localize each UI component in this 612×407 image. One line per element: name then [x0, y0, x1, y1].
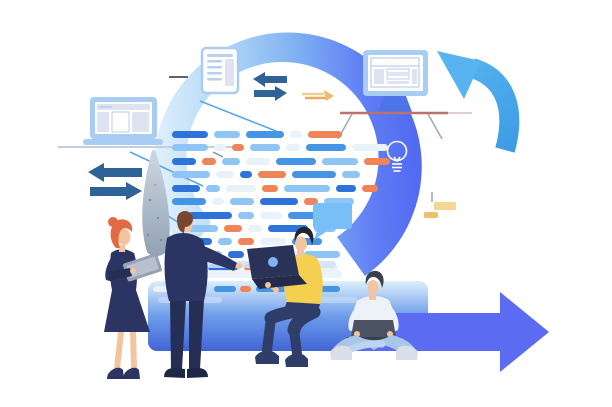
yellow-guy-hair	[294, 226, 314, 245]
code-bar	[232, 144, 244, 151]
code-bar	[352, 144, 388, 151]
person-developer-crosslegged	[330, 270, 418, 360]
woman-forearm	[108, 268, 132, 281]
cycle-ring-arrow	[153, 32, 422, 276]
code-bar	[228, 251, 244, 258]
man-trousers	[170, 300, 204, 369]
code-bar	[308, 131, 342, 138]
light-bulb-icon	[386, 140, 408, 172]
code-bar	[226, 185, 256, 192]
person-man-suit	[164, 211, 243, 378]
code-bar	[224, 225, 242, 232]
code-bar	[172, 158, 196, 165]
code-bar	[188, 225, 218, 232]
yellow-guy-shoes	[255, 350, 308, 367]
person-woman-tablet	[104, 217, 162, 379]
code-bar	[262, 185, 278, 192]
woman-hand	[130, 268, 136, 274]
code-bar	[172, 171, 210, 178]
code-bar	[284, 185, 330, 192]
code-bar	[214, 131, 240, 138]
laptop-navy	[247, 245, 307, 289]
code-bar	[342, 171, 360, 178]
yellow-guy-hand	[265, 282, 271, 288]
code-bar	[322, 158, 358, 165]
pen	[212, 151, 224, 158]
refresh-swoosh-arrow	[437, 51, 520, 153]
yellow-arrow-icon	[302, 90, 334, 101]
code-bar	[286, 144, 300, 151]
woman-face	[117, 229, 131, 245]
code-bar	[216, 171, 234, 178]
code-bar	[222, 158, 240, 165]
code-bar	[212, 198, 224, 205]
man-shoes	[164, 368, 208, 378]
exchange-arrows-icon	[253, 72, 287, 101]
cross-guy-face	[367, 280, 379, 294]
code-bar	[250, 144, 280, 151]
document-icon	[169, 46, 240, 95]
code-bar	[362, 185, 378, 192]
man-jacket	[164, 232, 237, 301]
yellow-guy-neck	[297, 250, 304, 257]
code-bar	[364, 158, 390, 165]
man-hair	[177, 211, 193, 233]
code-bar	[238, 238, 254, 245]
code-bar	[246, 131, 284, 138]
cross-guy-hair	[365, 270, 384, 288]
code-bar	[172, 198, 206, 205]
woman-shoes	[107, 367, 140, 379]
code-bar	[246, 158, 270, 165]
code-bar	[230, 198, 254, 205]
code-bar	[240, 286, 251, 292]
code-bar	[172, 185, 200, 192]
man-hand	[235, 262, 243, 270]
code-bar	[276, 158, 316, 165]
code-bar	[206, 185, 220, 192]
forward-arrow	[355, 292, 549, 372]
code-bar	[260, 198, 298, 205]
woman-neck	[119, 245, 125, 252]
code-bar	[290, 131, 302, 138]
code-bar	[238, 212, 254, 219]
code-bar	[240, 171, 252, 178]
yellow-guy-hip	[285, 300, 320, 318]
yellow-guy-hand2	[273, 287, 279, 293]
code-bar	[258, 171, 286, 178]
sticky-notes-icon	[424, 192, 456, 218]
laptop-icon	[58, 97, 235, 158]
code-bar	[202, 158, 216, 165]
person-developer-yellow	[247, 226, 323, 367]
code-bar	[214, 286, 236, 292]
code-bar	[172, 131, 208, 138]
exchange-arrows-icon-left	[88, 163, 142, 200]
monitor-icon	[337, 50, 472, 140]
code-bar	[172, 144, 208, 151]
code-bar	[214, 144, 226, 151]
yellow-guy-face	[295, 236, 307, 252]
code-bar	[248, 225, 262, 232]
code-bar	[306, 144, 346, 151]
code-bar	[292, 171, 336, 178]
cross-guy-shoes	[330, 345, 418, 360]
code-bar	[260, 238, 286, 245]
woman-hair	[108, 217, 133, 248]
code-bar	[260, 212, 282, 219]
plant-decoration	[142, 150, 170, 257]
speech-bubble-icon	[313, 203, 352, 240]
code-bar	[218, 238, 232, 245]
cross-guy-neck	[369, 293, 376, 300]
code-bar	[188, 212, 232, 219]
code-bar	[304, 198, 318, 205]
code-bar	[336, 185, 356, 192]
woman-legs	[114, 332, 137, 369]
